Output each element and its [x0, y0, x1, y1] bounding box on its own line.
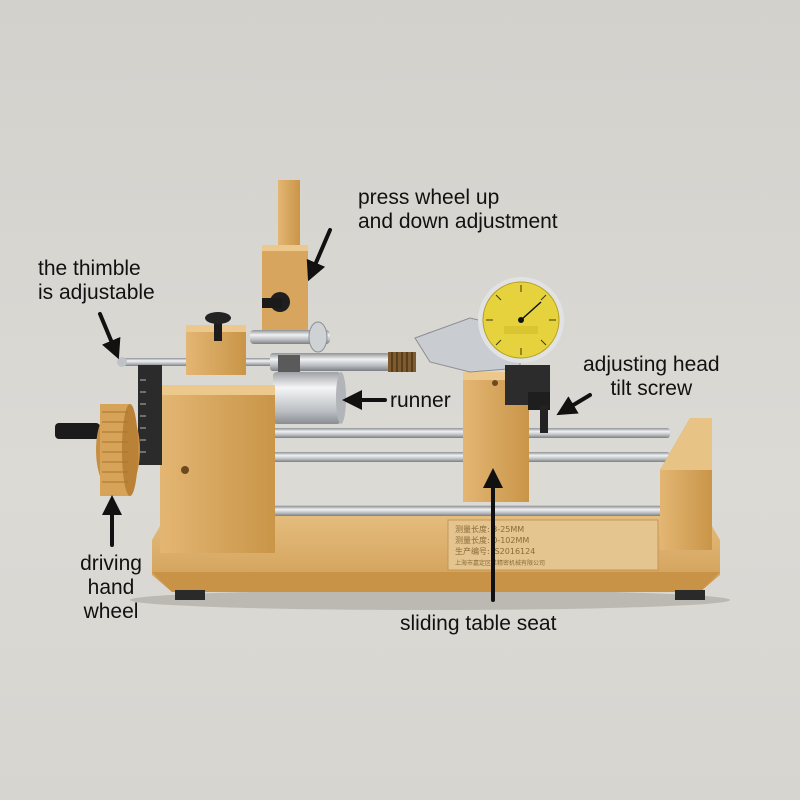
plate-line-3: 生产编号: JS2016124	[455, 546, 535, 556]
label-adjusting-head: adjusting head tilt screw	[583, 353, 720, 400]
right-end-block	[660, 418, 712, 550]
runner-cylinder	[273, 372, 346, 424]
label-thimble: the thimble is adjustable	[38, 257, 155, 304]
label-press-wheel: press wheel up and down adjustment	[358, 186, 558, 233]
thimble-holder	[186, 312, 246, 375]
dial-indicator	[414, 277, 564, 433]
plate-line-1: 测量长度: 3-25MM	[455, 524, 524, 534]
plate-line-4: 上海市嘉定区某精密机械有限公司	[455, 559, 545, 567]
label-runner: runner	[390, 389, 451, 412]
arrow-thimble	[98, 312, 121, 360]
label-driving-wheel: driving hand wheel	[80, 552, 142, 623]
arrow-adjusting-head	[556, 393, 592, 416]
hand-wheel	[55, 404, 140, 496]
left-headstock	[138, 365, 275, 553]
arrow-press-wheel	[306, 228, 332, 282]
label-sliding-table: sliding table seat	[400, 612, 557, 635]
press-wheel-bracket	[250, 180, 330, 353]
spec-plate: 测量长度: 3-25MM 测量长度: 0-102MM 生产编号: JS20161…	[447, 519, 659, 571]
